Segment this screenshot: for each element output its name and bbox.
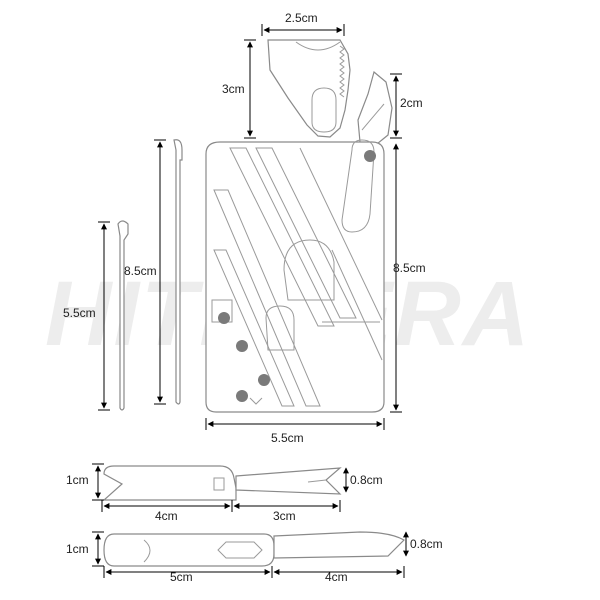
small-knife-height-label: 1cm — [66, 473, 89, 487]
long-tool-height-label: 8.5cm — [124, 264, 157, 278]
card-width-label: 5.5cm — [271, 431, 304, 445]
small-knife-tool — [102, 465, 342, 501]
long-rod-tool — [173, 139, 183, 405]
short-rod-tool — [117, 220, 129, 411]
saw-tool — [267, 39, 351, 138]
dimension-labels: 2.5cm 3cm 2cm 8.5cm 5.5cm 8.5cm 5.5cm 1c… — [63, 11, 443, 584]
blade-tip-height-label: 2cm — [400, 96, 423, 110]
small-knife-blade-label: 3cm — [273, 509, 296, 523]
short-tool-height-label: 5.5cm — [63, 306, 96, 320]
large-knife-handle-label: 5cm — [170, 570, 193, 584]
card-hole — [364, 150, 376, 162]
card-hole — [258, 374, 270, 386]
dimension-lines — [92, 24, 409, 578]
blade-tip-tool — [357, 70, 393, 149]
card-hole — [236, 390, 248, 402]
large-knife-tool — [103, 531, 405, 567]
large-knife-blade-label: 4cm — [325, 570, 348, 584]
saw-width-label: 2.5cm — [285, 11, 318, 25]
saw-height-label: 3cm — [222, 82, 245, 96]
small-knife-tip-label: 0.8cm — [350, 473, 383, 487]
large-knife-tip-label: 0.8cm — [410, 537, 443, 551]
large-knife-height-label: 1cm — [66, 542, 89, 556]
small-knife-handle-label: 4cm — [155, 509, 178, 523]
card-height-label: 8.5cm — [393, 261, 426, 275]
card-hole — [218, 312, 230, 324]
card-tool — [205, 139, 385, 413]
card-hole — [236, 340, 248, 352]
